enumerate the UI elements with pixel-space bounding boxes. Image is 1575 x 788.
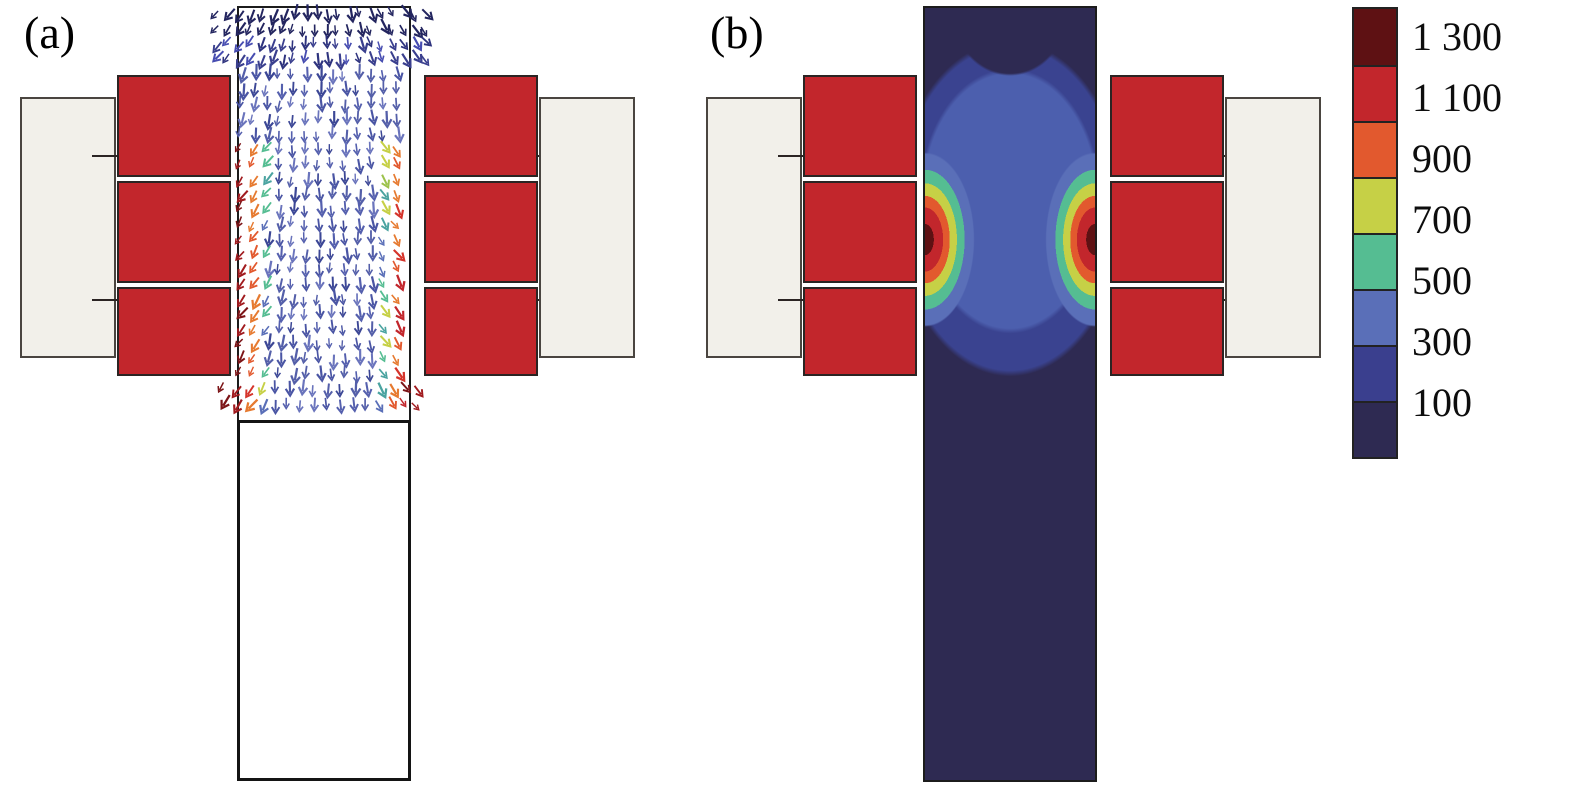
colorbar-segment — [1354, 233, 1396, 289]
vector-arrow — [223, 24, 232, 37]
coil-right-bottom-a — [424, 287, 538, 376]
vector-arrow — [210, 25, 219, 34]
coil-right-bottom-b — [1110, 287, 1224, 376]
colorbar-segment — [1354, 345, 1396, 401]
coil-right-middle-b — [1110, 181, 1224, 283]
vector-arrow — [223, 8, 236, 22]
workpiece-lower-a — [237, 420, 411, 781]
colorbar-tick-label: 1 300 — [1412, 14, 1502, 59]
coil-right-top-a — [424, 75, 538, 177]
coil-left-top-a — [117, 75, 231, 177]
coil-left-bottom-b — [803, 287, 917, 376]
vector-arrow — [421, 8, 434, 21]
panel-b-label: (b) — [710, 7, 764, 58]
colorbar-segment — [1354, 177, 1396, 233]
yoke-right-b — [1225, 97, 1321, 358]
vector-arrow — [420, 26, 428, 37]
coil-right-middle-a — [424, 181, 538, 283]
yoke-right-a — [539, 97, 635, 358]
colorbar-segment — [1354, 289, 1396, 345]
yoke-pole-divider — [778, 155, 806, 157]
vector-arrow — [220, 394, 231, 411]
workpiece-upper-a — [237, 6, 411, 420]
vector-arrow — [413, 385, 424, 398]
colorbar-tick-label: 900 — [1412, 136, 1472, 181]
vector-arrow — [411, 402, 420, 411]
yoke-pole-divider — [778, 299, 806, 301]
coil-left-middle-a — [117, 181, 231, 283]
vector-arrow — [212, 50, 225, 63]
colorbar-tick-label: 300 — [1412, 319, 1472, 364]
vector-arrow — [420, 36, 433, 47]
yoke-pole-divider — [92, 155, 120, 157]
yoke-left-b — [706, 97, 802, 358]
colorbar-tick-label: 700 — [1412, 197, 1472, 242]
vector-arrow — [411, 24, 424, 39]
colorbar-tick-label: 500 — [1412, 258, 1472, 303]
vector-arrow — [420, 55, 430, 67]
vector-arrow — [212, 41, 223, 54]
yoke-pole-divider — [92, 299, 120, 301]
colorbar — [1352, 7, 1398, 459]
colorbar-tick-label: 1 100 — [1412, 75, 1502, 120]
workpiece-contour-b — [923, 6, 1097, 782]
colorbar-segment — [1354, 65, 1396, 121]
vector-arrow — [222, 53, 230, 64]
vector-arrow — [221, 36, 232, 47]
panel-a-label: (a) — [24, 7, 76, 58]
vector-arrow — [217, 382, 225, 394]
coil-left-top-b — [803, 75, 917, 177]
yoke-left-a — [20, 97, 116, 358]
colorbar-segment — [1354, 121, 1396, 177]
coil-right-top-b — [1110, 75, 1224, 177]
coil-left-bottom-a — [117, 287, 231, 376]
vector-arrow — [210, 10, 219, 20]
colorbar-segment — [1354, 401, 1396, 457]
vector-arrow — [412, 36, 423, 52]
coil-left-middle-b — [803, 181, 917, 283]
colorbar-tick-label: 100 — [1412, 380, 1472, 425]
vector-arrow — [411, 49, 423, 64]
colorbar-segment — [1354, 9, 1396, 65]
